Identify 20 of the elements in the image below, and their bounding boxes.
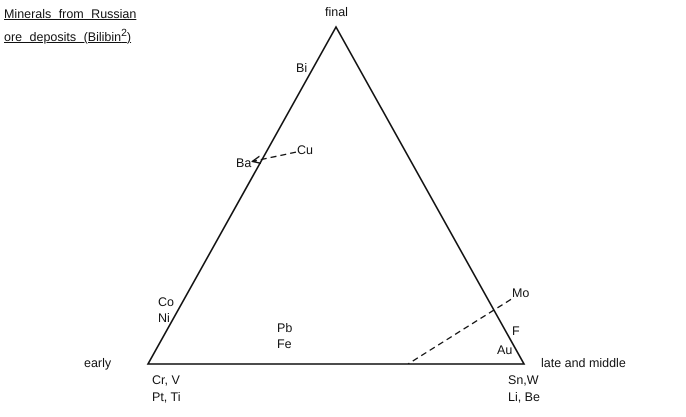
- element-label: Li, Be: [508, 391, 540, 404]
- element-label: Ni: [158, 312, 170, 324]
- corner-label: Cr, V: [152, 374, 180, 386]
- element-label: early: [84, 357, 112, 370]
- element-label: Fe: [277, 338, 292, 350]
- element-label: late and middle: [541, 357, 626, 370]
- element-label: Bi: [296, 62, 308, 74]
- corner-label: final: [325, 6, 348, 18]
- element-label: F: [512, 325, 520, 338]
- element-label: Co: [158, 296, 174, 308]
- arrow: [252, 152, 296, 164]
- element-label: Ba: [236, 157, 252, 170]
- element-label: Cu: [297, 144, 313, 156]
- dashed-line: [408, 298, 512, 365]
- element-label: Au: [497, 344, 512, 356]
- element-label: Mo: [512, 287, 530, 300]
- corner-label: Sn,W: [508, 374, 539, 386]
- element-label: Pt, Ti: [152, 391, 180, 404]
- element-label: Pb: [277, 322, 292, 334]
- title: Minerals from Russian ore deposits (Bilibin$^{2}$): [4, 6, 138, 46]
